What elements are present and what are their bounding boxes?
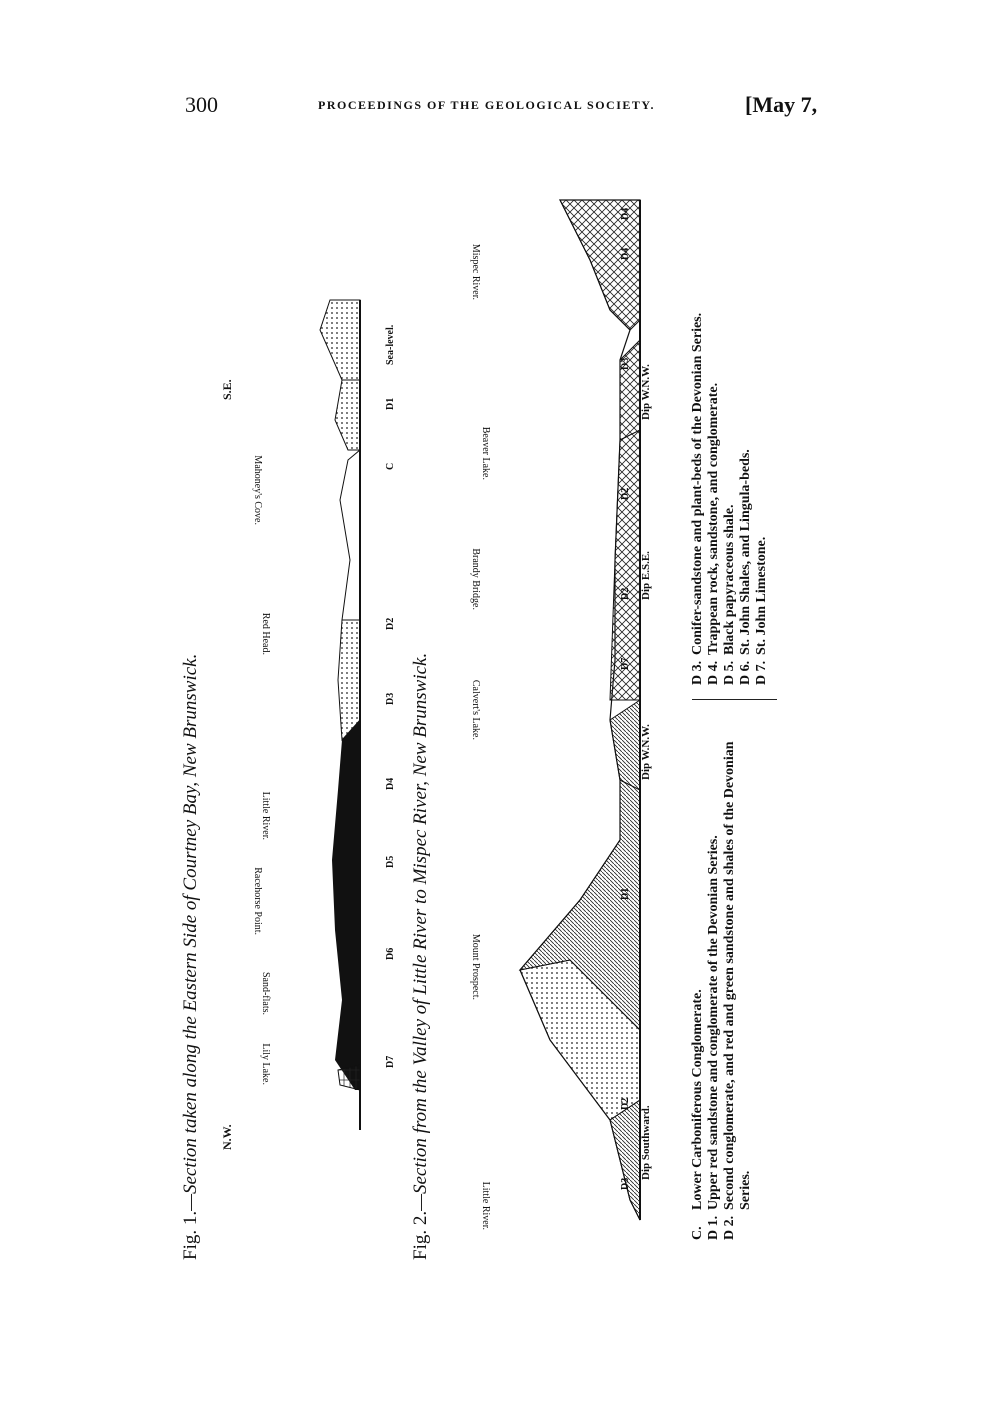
fig2-section-diagram (518, 199, 641, 1221)
fig1-sea-level: Sea-level. (385, 324, 396, 365)
fig1-se-label: S.E. (220, 379, 234, 400)
fig2-stratum: D2 (620, 587, 631, 600)
legend-entry: D 2.Second conglomerate, and red and gre… (722, 741, 753, 1240)
fig2-stratum: D3 (620, 1177, 631, 1190)
fig1-caption: Fig. 1.—Section taken along the Eastern … (180, 653, 201, 1260)
fig2-stratum: D2 (620, 487, 631, 500)
fig2-dip-label: Dip W.N.W. (640, 724, 652, 780)
fig1-stratum: C (385, 462, 396, 470)
legend-divider (692, 699, 777, 700)
legend-entry: D 7.St. John Limestone. (754, 536, 769, 685)
fig2-locality: Calvert's Lake. (470, 679, 481, 740)
legend-entry: D 5.Black papyraceous shale. (722, 504, 737, 685)
legend-entry: D 1.Upper red sandstone and conglomerate… (706, 835, 721, 1240)
fig2-locality: Mount Prospect. (470, 933, 481, 1000)
fig1-stratum: D1 (385, 397, 396, 410)
fig1-stratum: D5 (385, 855, 396, 868)
fig2-stratum: D2 (620, 1097, 631, 1110)
fig1-nw-label: N.W. (220, 1124, 234, 1150)
fig1-stratum: D2 (385, 617, 396, 630)
header-date: [May 7, (745, 92, 818, 117)
fig1-stratum: D4 (385, 777, 396, 790)
running-title: PROCEEDINGS OF THE GEOLOGICAL SOCIETY. (318, 98, 655, 112)
fig1-stratum: D6 (385, 947, 396, 960)
fig1-section-diagram (319, 299, 361, 1130)
page-header: 300 PROCEEDINGS OF THE GEOLOGICAL SOCIET… (0, 92, 1000, 122)
fig2-caption: Fig. 2.—Section from the Valley of Littl… (410, 652, 431, 1260)
rotated-figures-area: Fig. 1.—Section taken along the Eastern … (180, 170, 820, 1260)
legend-entry: C.Lower Carboniferous Conglomerate. (690, 989, 705, 1240)
fig2-dip-label: Dip E.S.E. (640, 551, 652, 600)
fig2-stratum: D3 (620, 357, 631, 370)
fig2-stratum: D1 (620, 887, 631, 900)
fig2-stratum: D4 (620, 247, 631, 260)
legend-entry: D 3.Conifer-sandstone and plant-beds of … (690, 312, 705, 685)
fig2-locality: Mispec River. (470, 243, 481, 300)
fig2-dip-label: Dip W.N.W. (640, 364, 652, 420)
fig2-dip-label: Dip Southward. (640, 1105, 652, 1180)
page-number: 300 (185, 92, 218, 117)
fig1-stratum: D3 (385, 692, 396, 705)
fig1-stratum: D7 (385, 1055, 396, 1068)
legend-entry: D 4.Trappean rock, sandstone, and conglo… (706, 382, 721, 685)
fig2-locality: Brandy Bridge. (470, 548, 481, 610)
fig2-stratum: D7 (620, 657, 631, 670)
legend-left: C.Lower Carboniferous Conglomerate. D 1.… (690, 720, 754, 1240)
fig2-stratum: D4 (620, 207, 631, 220)
legend-entry: D 6.St. John Shales, and Lingula-beds. (738, 449, 753, 685)
legend-right: D 3.Conifer-sandstone and plant-beds of … (690, 185, 770, 685)
